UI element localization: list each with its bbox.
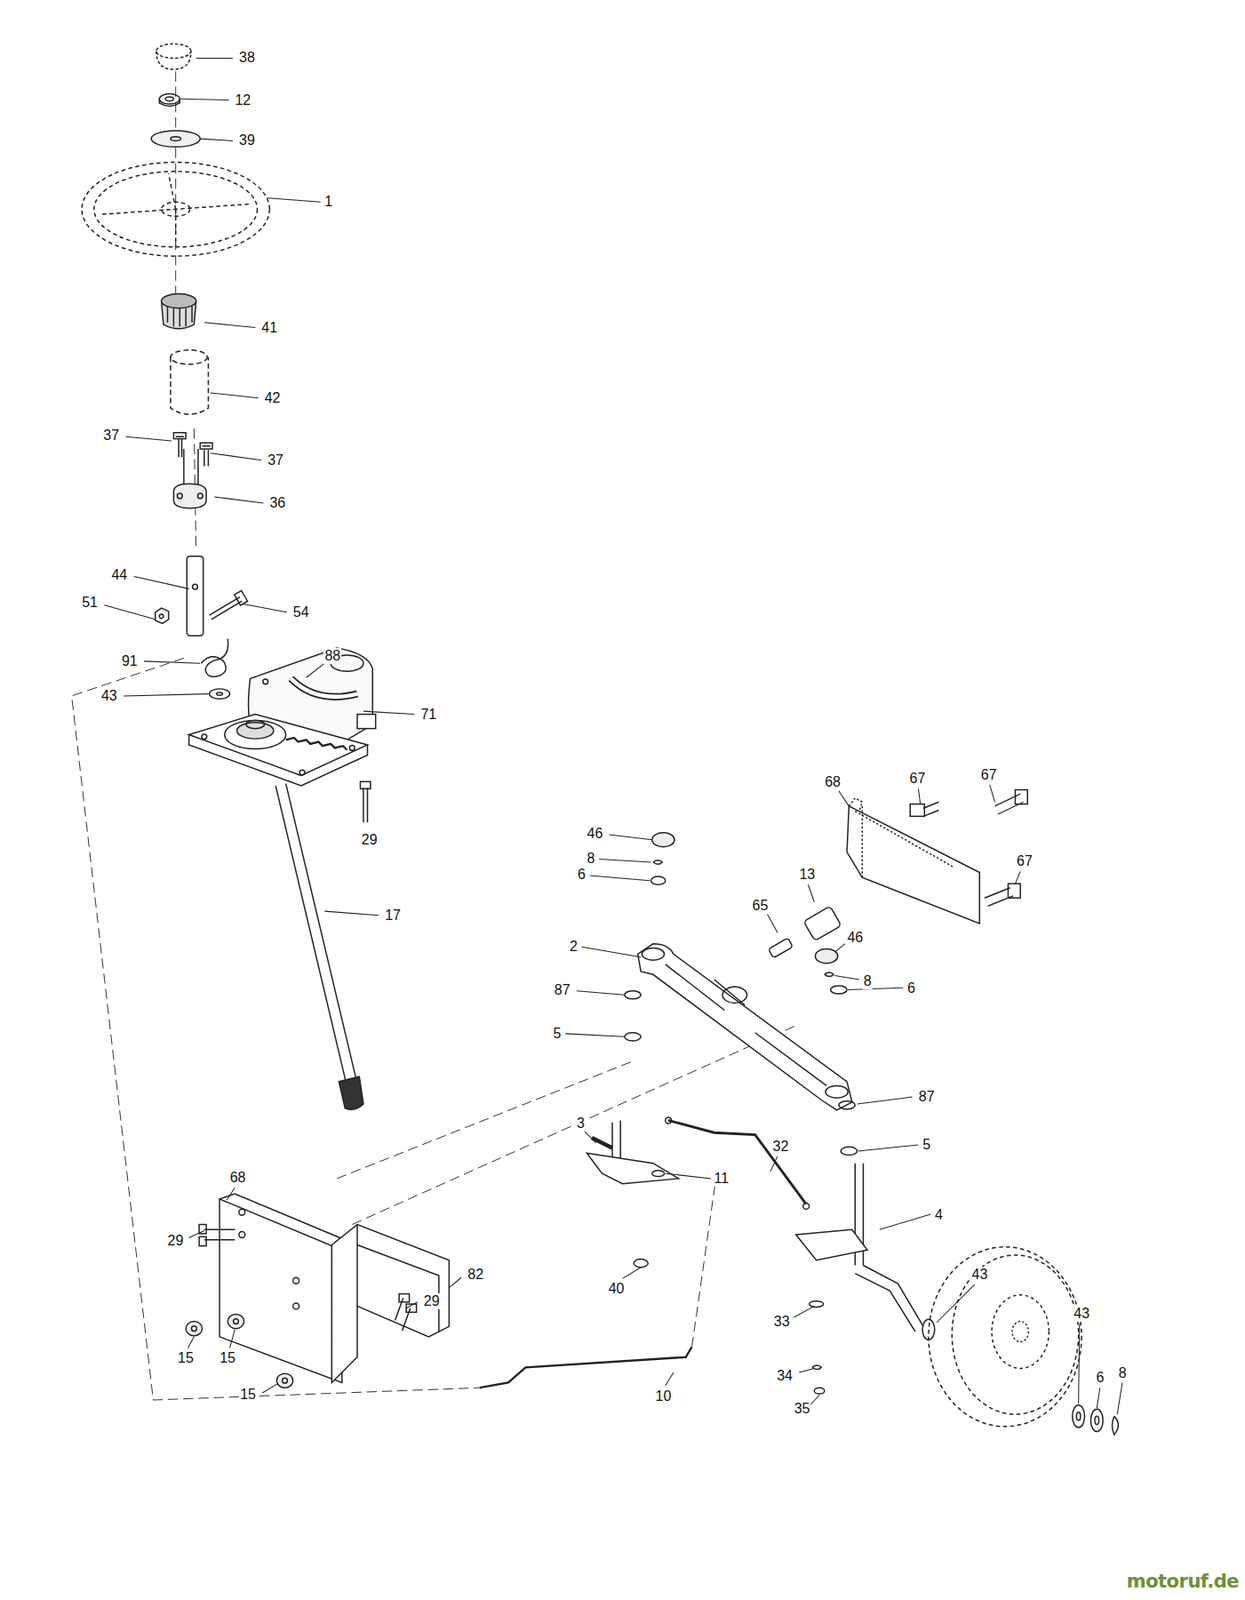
callout-number: 36 xyxy=(268,494,287,511)
callout-number: 65 xyxy=(751,897,770,914)
callout-number: 10 xyxy=(654,1388,673,1405)
callout-number: 42 xyxy=(263,390,282,407)
callout-number: 33 xyxy=(773,1313,791,1330)
callout-number: 13 xyxy=(798,866,816,883)
callout-number: 43 xyxy=(100,687,119,704)
callout-number: 5 xyxy=(552,1025,563,1042)
callout-number: 29 xyxy=(422,1292,441,1309)
leader-lines xyxy=(103,57,1123,1414)
callout-number: 29 xyxy=(167,1232,185,1249)
callout-number: 8 xyxy=(862,973,873,990)
callout-number: 29 xyxy=(360,831,379,848)
callout-number: 1 xyxy=(323,193,334,210)
callout-number: 82 xyxy=(466,1266,485,1283)
callout-number: 43 xyxy=(1072,1305,1091,1322)
callout-number: 40 xyxy=(607,1280,626,1297)
callout-number: 43 xyxy=(971,1266,990,1283)
callout-number: 6 xyxy=(906,980,917,997)
callout-number: 15 xyxy=(239,1386,257,1403)
callout-number: 5 xyxy=(921,1136,932,1153)
callout-number: 46 xyxy=(586,825,605,842)
callout-number: 12 xyxy=(233,92,252,109)
callout-number: 6 xyxy=(1094,1369,1105,1386)
watermark: motoruf.de xyxy=(1126,1570,1239,1592)
callout-number: 37 xyxy=(266,452,285,469)
callout-number: 41 xyxy=(260,319,279,336)
callout-number: 38 xyxy=(238,49,256,66)
callout-number: 15 xyxy=(176,1349,195,1366)
callout-number: 35 xyxy=(793,1400,812,1417)
callout-number: 67 xyxy=(908,770,926,787)
callout-number: 87 xyxy=(553,981,572,998)
callout-number: 68 xyxy=(229,1169,248,1186)
callout-number: 34 xyxy=(775,1367,794,1384)
callout-number: 8 xyxy=(1117,1364,1128,1381)
callout-number: 39 xyxy=(238,132,256,149)
callout-number: 87 xyxy=(917,1088,936,1105)
callout-number: 46 xyxy=(845,929,864,946)
callout-number: 2 xyxy=(568,938,579,955)
callout-number: 54 xyxy=(292,604,311,621)
callout-number: 15 xyxy=(218,1349,237,1366)
callout-number: 88 xyxy=(323,647,342,664)
callout-number: 6 xyxy=(576,866,587,883)
callout-number: 32 xyxy=(772,1138,791,1155)
callout-number: 91 xyxy=(120,653,139,670)
callout-number: 3 xyxy=(575,1115,586,1132)
callout-number: 51 xyxy=(80,594,99,611)
callout-number: 11 xyxy=(713,1170,731,1187)
callout-number: 67 xyxy=(980,766,998,783)
callout-number: 68 xyxy=(823,774,842,791)
callout-number: 67 xyxy=(1015,853,1034,870)
callout-number: 17 xyxy=(383,907,402,924)
callout-number: 71 xyxy=(419,706,438,723)
callout-number: 4 xyxy=(933,1206,944,1223)
callout-number: 37 xyxy=(102,427,120,444)
callout-number: 8 xyxy=(585,850,596,867)
callout-number: 44 xyxy=(110,566,128,583)
